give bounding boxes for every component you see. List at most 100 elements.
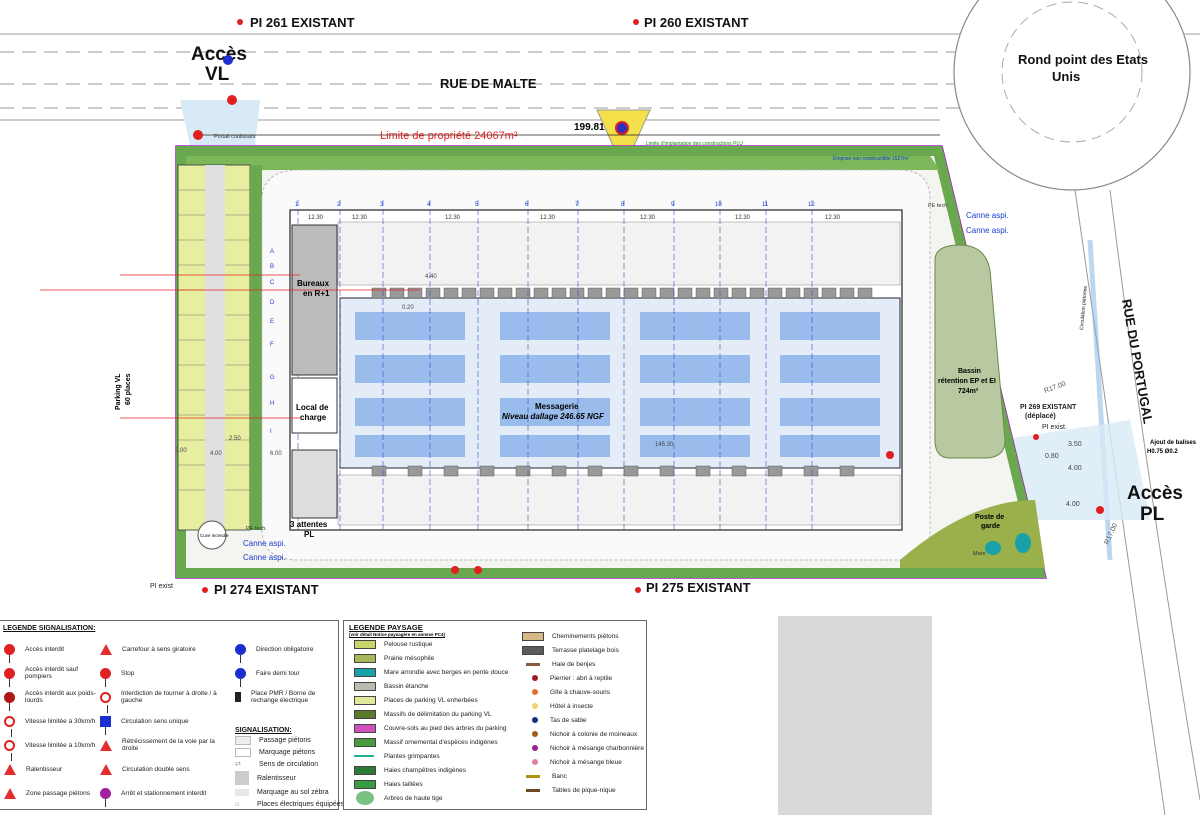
- roundabout-sign-icon: [100, 643, 112, 655]
- speed-bump-marking-icon: [235, 771, 249, 785]
- grid-row-label: C: [270, 280, 275, 286]
- legend-item: Vitesse limitée à 30km/h: [4, 709, 96, 737]
- grid-row-label: B: [270, 264, 274, 270]
- legend-item: Place PMR / Borne de rechange électrique: [235, 685, 335, 709]
- two-way-traffic-icon: [100, 763, 112, 775]
- color-swatch: [354, 653, 376, 663]
- legend-item: Mare arrondie avec berges en pente douce: [354, 665, 508, 679]
- access-pl-label-1: Accès: [1127, 483, 1183, 504]
- grid-row-label: I: [270, 429, 272, 435]
- legend-item: Accès interdit: [4, 637, 96, 663]
- grid-row-label: E: [270, 319, 274, 325]
- hydrant-pi274-label: PI 274 EXISTANT: [214, 582, 319, 597]
- bay-dim: 12.30: [825, 215, 841, 221]
- warehouse-label-2: Niveau dallage 246.65 NGF: [502, 412, 605, 421]
- grid-col-label: 12: [808, 202, 815, 208]
- beacons-label-1: Ajout de balises: [1150, 440, 1197, 446]
- legend-item: Carrefour à sens giratoire: [100, 637, 230, 661]
- color-swatch: [354, 681, 376, 691]
- pi-exist-moved: PI exist.: [1042, 424, 1067, 431]
- guard-house-label-2: garde: [981, 523, 1000, 530]
- dim-label: 4.00: [1066, 501, 1080, 508]
- canne-aspi-2: Canne aspi.: [243, 553, 286, 562]
- pi-exist-label: PI exist: [150, 583, 173, 590]
- hydrant-pi269-note: (déplacé): [1025, 413, 1056, 420]
- tree-icon: [356, 791, 374, 805]
- electric-car-icon: ⌂: [235, 800, 240, 808]
- pe-tech-label: PE tech.: [928, 203, 949, 209]
- property-limit: Limite de propriété 24067m²: [380, 130, 518, 142]
- dim-label: 2.50: [229, 436, 241, 442]
- legend-item: Haies champêtres indigènes: [354, 763, 508, 777]
- grid-column-labels: 1 2 3 4 5 6 7 8 9 10 11 12 A B C D E F G…: [270, 202, 815, 435]
- grid-col-label: 4: [427, 202, 431, 208]
- grid-col-label: 7: [575, 202, 579, 208]
- u-turn-icon: [235, 667, 246, 687]
- no-entry-icon: [4, 643, 15, 663]
- legend-sign-col2: Carrefour à sens giratoire Stop Interdic…: [100, 637, 230, 807]
- marker-dot-icon: [532, 731, 538, 737]
- no-trucks-icon: [4, 691, 15, 711]
- no-turn-icon: [100, 691, 111, 713]
- marker-dot-icon: [532, 675, 538, 681]
- access-pl-label-2: PL: [1140, 504, 1165, 525]
- canne-aspi-3: Canne aspi.: [966, 211, 1009, 220]
- legend-item: Arrêt et stationnement interdit: [100, 781, 230, 807]
- legend-paysage-title: LEGENDE PAYSAGE: [349, 623, 423, 632]
- grid-col-label: 9: [671, 202, 675, 208]
- construction-limit: Limite d'implantation des constructions …: [646, 141, 743, 147]
- zebra-marking-icon: [235, 788, 249, 796]
- one-way-icon: [100, 715, 111, 735]
- pedestrian-marking-icon: [235, 747, 251, 757]
- legend-item: Ralentisseur: [235, 770, 335, 786]
- offices-label-1: Bureaux: [297, 279, 330, 288]
- warehouse-label-1: Messagerie: [535, 402, 579, 411]
- legend-signalisation-title: LEGENDE SIGNALISATION:: [3, 625, 96, 632]
- legend-item: Arbres de haute tige: [354, 791, 508, 805]
- frontage-dimension: 199.81: [574, 122, 605, 133]
- legend-item: Pelouse rustique: [354, 637, 508, 651]
- legend-item: ⌂Places électriques équipées: [235, 800, 345, 808]
- legend-item: Plantes grimpantes: [354, 749, 508, 763]
- grid-col-label: 3: [380, 202, 384, 208]
- no-entry-except-firefighters-icon: [4, 667, 15, 687]
- pl-slots-label-1: 3 attentes: [290, 520, 328, 529]
- stop-icon: [100, 667, 111, 687]
- line-symbol-icon: [526, 662, 540, 666]
- roundabout: [953, 0, 1191, 191]
- legend-item: Circulation double sens: [100, 757, 230, 781]
- parking-vl-label-1: Parking VL: [115, 373, 122, 410]
- legend-item: Vitesse limitée à 10km/h: [4, 733, 96, 761]
- hydrant-pi260-label: PI 260 EXISTANT: [644, 15, 749, 30]
- dock-doors: [371, 287, 873, 477]
- street-rue-du-portugal: RUE DU PORTUGAL: [1119, 298, 1156, 425]
- legend-item: Interdiction de tourner à droite / à gau…: [100, 685, 230, 713]
- legend-paysage-subtitle: (voir détail Notice paysagère en annexe …: [349, 632, 446, 637]
- legend-item: Haie de benjes: [522, 657, 644, 671]
- guard-house-label-1: Poste de: [975, 514, 1004, 521]
- grid-row-label: H: [270, 401, 274, 407]
- pond-label: Mare: [973, 551, 986, 557]
- legend-item: Accès interdit aux poids-lourds: [4, 685, 96, 711]
- legend-item: Tables de pique-nique: [522, 783, 644, 797]
- legend-item: Massifs de délimitation du parking VL: [354, 707, 508, 721]
- signalisation-subtitle: SIGNALISATION:: [235, 727, 292, 734]
- pl-slots: [291, 449, 338, 519]
- dim-label: 4.40: [425, 274, 437, 280]
- pedestrian-path-label: Circulation piétonne: [1079, 285, 1089, 330]
- charging-room: [291, 377, 338, 434]
- traffic-sign-icons: [193, 55, 1104, 574]
- legend-item: Hôtel à insecte: [522, 699, 644, 713]
- parking-vl-label-2: 60 places: [125, 373, 132, 405]
- bay-dim: 12.30: [445, 215, 461, 221]
- marker-dot-icon: [532, 689, 538, 695]
- grid-col-label: 11: [762, 202, 769, 208]
- access-vl-label-1: Accès: [191, 44, 247, 65]
- grid-row-label: A: [270, 249, 274, 255]
- color-swatch: [354, 737, 376, 747]
- legend-item: Pierrier : abri à reptile: [522, 671, 644, 685]
- canne-aspi-4: Canne aspi.: [966, 226, 1009, 235]
